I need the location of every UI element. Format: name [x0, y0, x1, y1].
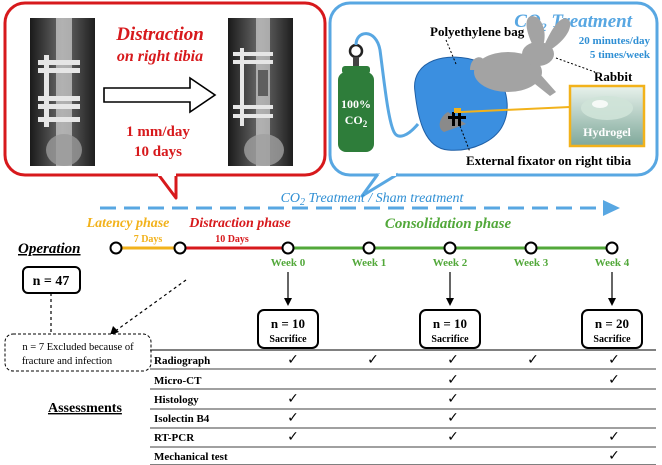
distraction-subtitle: on right tibia: [117, 48, 203, 65]
co2-callout-tail: [360, 172, 399, 198]
hydrogel-image: [568, 84, 646, 148]
hydrogel-label: Hydrogel: [583, 125, 631, 139]
check-mark-row0-week1: ✓: [367, 352, 379, 368]
assessments-title: Assessments: [48, 401, 122, 416]
check-mark-row4-week4: ✓: [608, 429, 620, 445]
check-mark-row2-week0: ✓: [287, 391, 299, 407]
treatment-label: CO2 Treatment / Sham treatment: [281, 191, 465, 208]
fixator-icon: [448, 108, 466, 126]
operation-count: n = 47: [33, 274, 70, 289]
timeline-node-week-4: [605, 241, 619, 255]
assessment-row-label-0: Radiograph: [154, 355, 210, 367]
sacrifice-count-4: n = 20: [595, 316, 629, 331]
xray-before-image: [30, 18, 95, 166]
treatment-arrow: CO2 Treatment / Sham treatment: [100, 191, 620, 216]
assessment-checkmarks: ✓ ✓ ✓ ✓ ✓ ✓ ✓ ✓ ✓ ✓ ✓ ✓ ✓ ✓ ✓: [287, 352, 620, 464]
check-mark-row3-week2: ✓: [447, 410, 459, 426]
week-label-2: Week 2: [433, 257, 468, 269]
timeline-node-week-2: [443, 241, 457, 255]
week-label-3: Week 3: [514, 257, 549, 269]
bag-label: Polyethylene bag: [430, 24, 525, 39]
check-mark-row1-week4: ✓: [608, 372, 620, 388]
distraction-title: Distraction: [115, 24, 204, 45]
sacrifice-label-0: Sacrifice: [269, 334, 307, 345]
assessment-table: Radiograph Micro-CT Histology Isolectin …: [150, 349, 656, 465]
sacrifice-label-4: Sacrifice: [593, 334, 631, 345]
check-mark-row0-week4: ✓: [608, 352, 620, 368]
assessment-row-label-2: Histology: [154, 394, 199, 406]
check-mark-row1-week2: ✓: [447, 372, 459, 388]
check-mark-row4-week0: ✓: [287, 429, 299, 445]
assessment-row-label-3: Isolectin B4: [154, 413, 210, 425]
sacrifice-count-0: n = 10: [271, 316, 305, 331]
latency-phase-label: Latency phase: [86, 216, 170, 231]
distraction-duration: 10 days: [134, 144, 182, 160]
sacrifice-count-2: n = 10: [433, 316, 467, 331]
distraction-arrow: [103, 76, 217, 114]
week-label-1: Week 1: [352, 257, 387, 269]
rabbit-leader-line: [555, 57, 596, 73]
assessment-row-label-1: Micro-CT: [154, 375, 202, 387]
assessment-row-label-4: RT-PCR: [154, 432, 195, 444]
sacrifice-box-week-0: n = 10 Sacrifice: [257, 309, 319, 349]
rabbit-label: Rabbit: [594, 69, 633, 84]
xray-after-image: [228, 18, 293, 166]
exclusion-text-line1: n = 7 Excluded because of: [22, 342, 134, 353]
arrow-week4-head: [608, 298, 616, 306]
timeline: [109, 241, 619, 255]
sacrifice-label-2: Sacrifice: [431, 334, 469, 345]
bag-leader-line: [445, 39, 457, 65]
timeline-node-distraction-start: [173, 241, 187, 255]
consolidation-phase-label: Consolidation phase: [385, 216, 512, 232]
sacrifice-box-week-4: n = 20 Sacrifice: [581, 309, 643, 349]
co2-schedule-weekly: 5 times/week: [590, 49, 651, 61]
check-mark-row3-week0: ✓: [287, 410, 299, 426]
distraction-days-label: 10 Days: [215, 234, 249, 245]
check-mark-row0-week0: ✓: [287, 352, 299, 368]
sacrifice-box-week-2: n = 10 Sacrifice: [419, 309, 481, 349]
week-label-4: Week 4: [595, 257, 630, 269]
rabbit-illustration: [439, 16, 571, 132]
exclusion-arrowhead: [110, 326, 119, 335]
fixator-leader-line: [459, 125, 471, 153]
week-label-0: Week 0: [271, 257, 306, 269]
arrow-week0-head: [284, 298, 292, 306]
assessment-row-label-5: Mechanical test: [154, 451, 228, 463]
distraction-phase-label: Distraction phase: [188, 216, 291, 231]
check-mark-row5-week4: ✓: [608, 448, 620, 464]
exclusion-box: [4, 333, 152, 372]
timeline-node-week-3: [524, 241, 538, 255]
timeline-node-week-0: [281, 241, 295, 255]
exclusion-text-line2: fracture and infection: [22, 356, 113, 367]
treatment-arrowhead: [603, 200, 620, 216]
distraction-panel: Distraction on right tibia 1 mm/day 10 d…: [3, 1, 327, 200]
timeline-node-week-1: [362, 241, 376, 255]
check-mark-row0-week3: ✓: [527, 352, 539, 368]
cylinder-label-gas: CO2: [345, 113, 368, 129]
timeline-node-operation: [109, 241, 123, 255]
distraction-rate: 1 mm/day: [126, 124, 190, 140]
co2-tube: [354, 32, 420, 138]
check-mark-row4-week2: ✓: [447, 429, 459, 445]
cylinder-label-percent: 100%: [341, 97, 371, 111]
fixator-label: External fixator on right tibia: [466, 153, 632, 168]
co2-schedule-daily: 20 minutes/day: [579, 35, 651, 47]
distraction-callout-tail: [156, 173, 178, 200]
hydrogel-connector: [460, 106, 571, 113]
check-mark-row2-week2: ✓: [447, 391, 459, 407]
arrow-week2-head: [446, 298, 454, 306]
check-mark-row0-week2: ✓: [447, 352, 459, 368]
co2-treatment-panel: CO2 Treatment 20 minutes/day 5 times/wee…: [328, 1, 659, 198]
operation-label: Operation: [18, 241, 81, 257]
latency-days-label: 7 Days: [134, 234, 163, 245]
co2-cylinder: [338, 43, 374, 152]
exclusion-line: [113, 279, 187, 333]
